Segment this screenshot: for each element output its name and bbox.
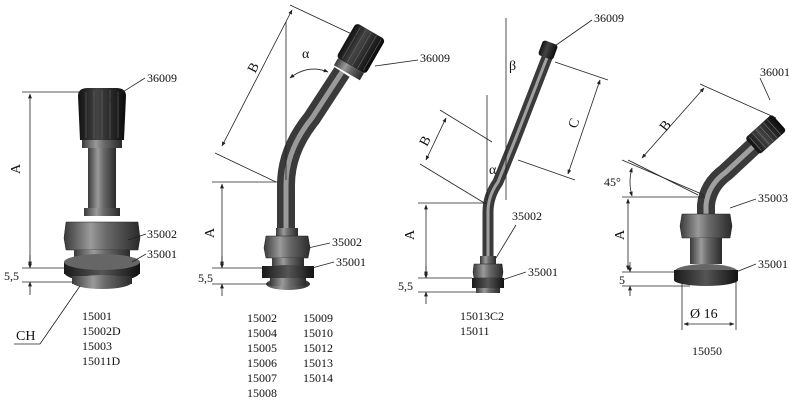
valve-3-dim-beta: β: [509, 59, 516, 74]
valve-3-cap: [538, 40, 558, 60]
valve-3-model: 15013C2: [460, 309, 504, 323]
valve-3-callout-cap: 36009: [594, 11, 624, 25]
valve-4: 45° B A 5 Ø 16 36001 35003 35001 15050: [604, 65, 790, 358]
valve-4-dim-dia: Ø 16: [690, 307, 718, 322]
valve-2: B α A 5,5 36009 35002 35001 15002 15004 …: [198, 4, 450, 400]
valve-1-callout-cap: 36009: [147, 71, 177, 85]
valve-2-model: 15010: [303, 326, 333, 340]
valve-2-dim-angle: α: [302, 47, 310, 62]
valve-1-model: 15011D: [82, 354, 121, 368]
valve-3-nut: [472, 263, 504, 279]
valve-4-callout-base: 35001: [758, 257, 788, 271]
valve-3-dim-c: C: [566, 117, 583, 131]
valve-3-callout-base: 35001: [528, 265, 558, 279]
valve-2-callout-nut: 35002: [332, 235, 362, 249]
valve-4-dim-a: A: [613, 229, 628, 240]
valve-3-model: 15011: [460, 324, 490, 338]
valve-3-stem: [482, 53, 554, 262]
valve-2-cap: [333, 24, 385, 81]
valve-3: B α β C A 5,5 36009 35002 35001 15013C2 …: [398, 11, 624, 338]
valve-1-model: 15001: [82, 309, 112, 323]
valve-2-dim-a: A: [203, 227, 218, 238]
valve-3-base: [472, 278, 504, 288]
valve-2-model: 15013: [303, 356, 333, 370]
valve-2-nut: [263, 235, 311, 259]
valve-1-model: 15002D: [82, 324, 121, 338]
valve-2-model: 15004: [247, 326, 277, 340]
valve-2-model: 15006: [247, 356, 277, 370]
valve-4-dim-angle: 45°: [604, 175, 621, 189]
valve-1-callout-nut: 35002: [147, 227, 177, 241]
valve-2-model: 15005: [247, 341, 277, 355]
valve-1-model: 15003: [82, 339, 112, 353]
valve-3-dim-a: A: [403, 229, 418, 240]
valve-1-callout-base: 35001: [147, 247, 177, 261]
valve-2-model: 15008: [247, 386, 277, 400]
valve-2-model: 15014: [303, 371, 333, 385]
valve-4-dim-b: B: [657, 118, 675, 135]
valve-2-base: [262, 266, 314, 278]
valve-3-dim-thick: 5,5: [398, 279, 413, 293]
valve-4-cap: [746, 115, 786, 154]
valve-3-callout-nut: 35002: [512, 209, 542, 223]
valve-4-model: 15050: [692, 344, 722, 358]
valve-4-callout-cap: 36001: [760, 65, 790, 79]
valve-1-dim-thick: 5,5: [4, 269, 19, 283]
valve-4-dim-thick: 5: [619, 273, 625, 287]
valve-3-dim-alpha: α: [489, 163, 497, 178]
valve-2-model: 15002: [247, 311, 277, 325]
valve-2-model: 15012: [303, 341, 333, 355]
valve-1-dim-ch: CH: [16, 329, 35, 344]
valve-1: A 5,5 CH 36009 35002 35001 15001 15002D …: [4, 71, 177, 368]
valve-4-callout-nut: 35003: [758, 191, 788, 205]
valve-2-dim-b: B: [245, 60, 263, 75]
valve-2-model: 15009: [303, 311, 333, 325]
valve-2-model: 15007: [247, 371, 277, 385]
valve-1-nut: [63, 221, 141, 251]
valve-1-dim-a: A: [9, 163, 24, 174]
valve-4-nut: [679, 213, 733, 239]
valve-1-stem: [88, 148, 116, 210]
valve-2-dim-thick: 5,5: [198, 271, 213, 285]
valve-2-callout-cap: 36009: [420, 51, 450, 65]
valve-2-callout-base: 35001: [336, 255, 366, 269]
